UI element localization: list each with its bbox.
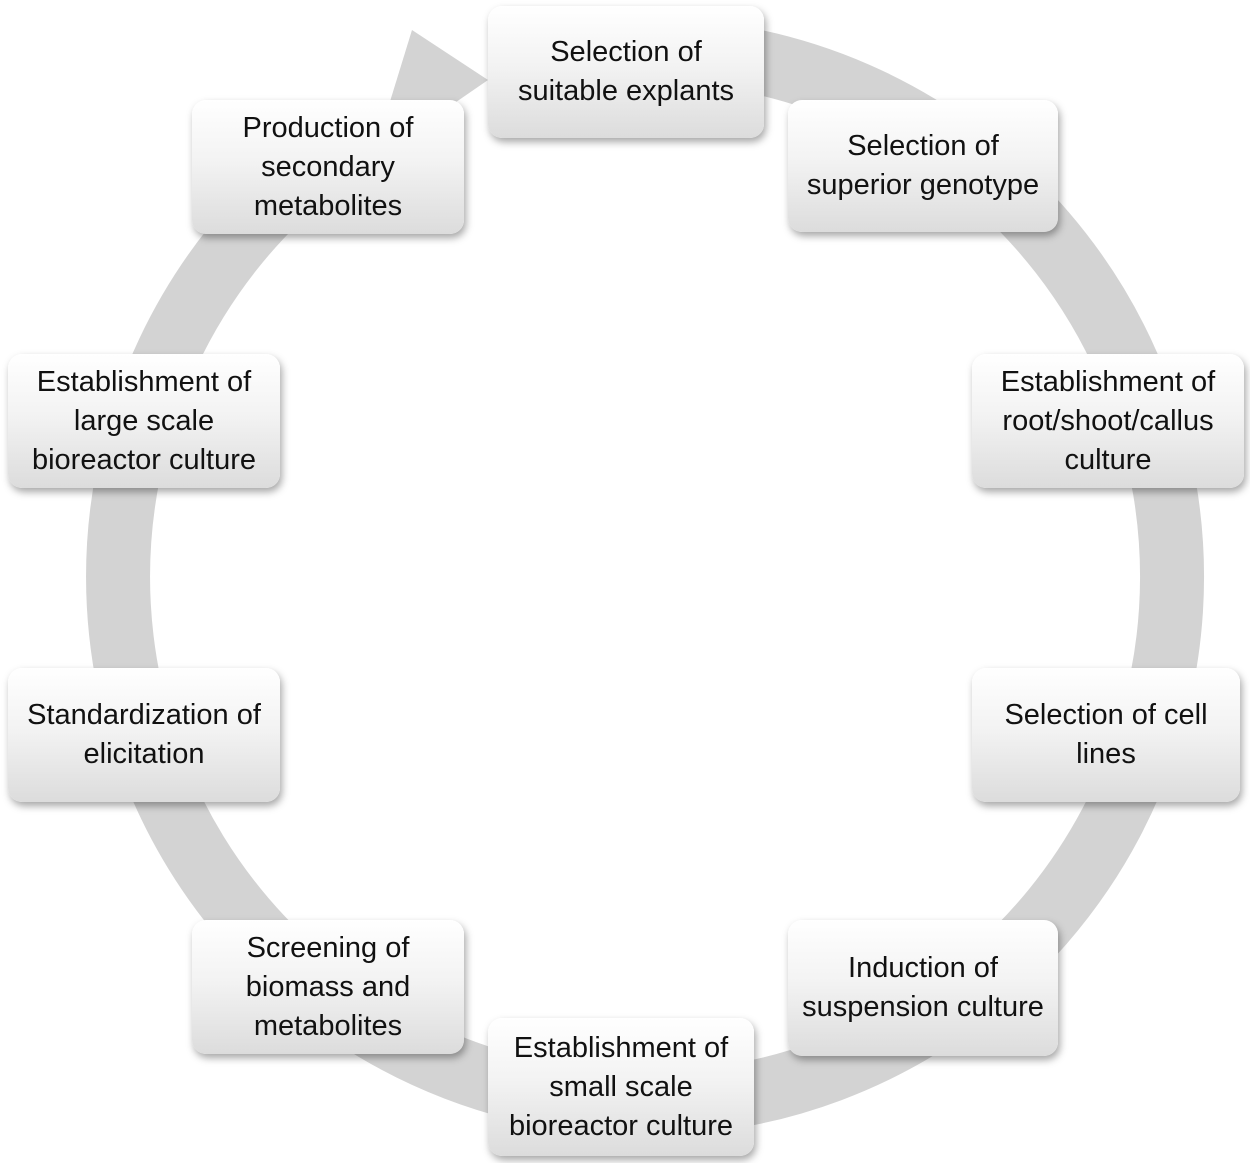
step-selection-of-genotype: Selection of superior genotype xyxy=(788,100,1058,232)
cycle-ring-arc xyxy=(86,17,1205,1136)
step-selection-of-cell-lines: Selection of cell lines xyxy=(972,668,1240,802)
step-large-scale-bioreactor: Establishment of large scale bioreactor … xyxy=(8,354,280,488)
step-screening: Screening of biomass and metabolites xyxy=(192,920,464,1054)
step-root-shoot-callus-culture: Establishment of root/shoot/callus cultu… xyxy=(972,354,1244,488)
step-induction-of-suspension-culture: Induction of suspension culture xyxy=(788,920,1058,1056)
step-production-of-metabolites: Production of secondary metabolites xyxy=(192,100,464,234)
step-selection-of-explants: Selection of suitable explants xyxy=(488,6,764,138)
step-standardization-of-elicitation: Standardization of elicitation xyxy=(8,668,280,802)
step-small-scale-bioreactor: Establishment of small scale bioreactor … xyxy=(488,1018,754,1156)
